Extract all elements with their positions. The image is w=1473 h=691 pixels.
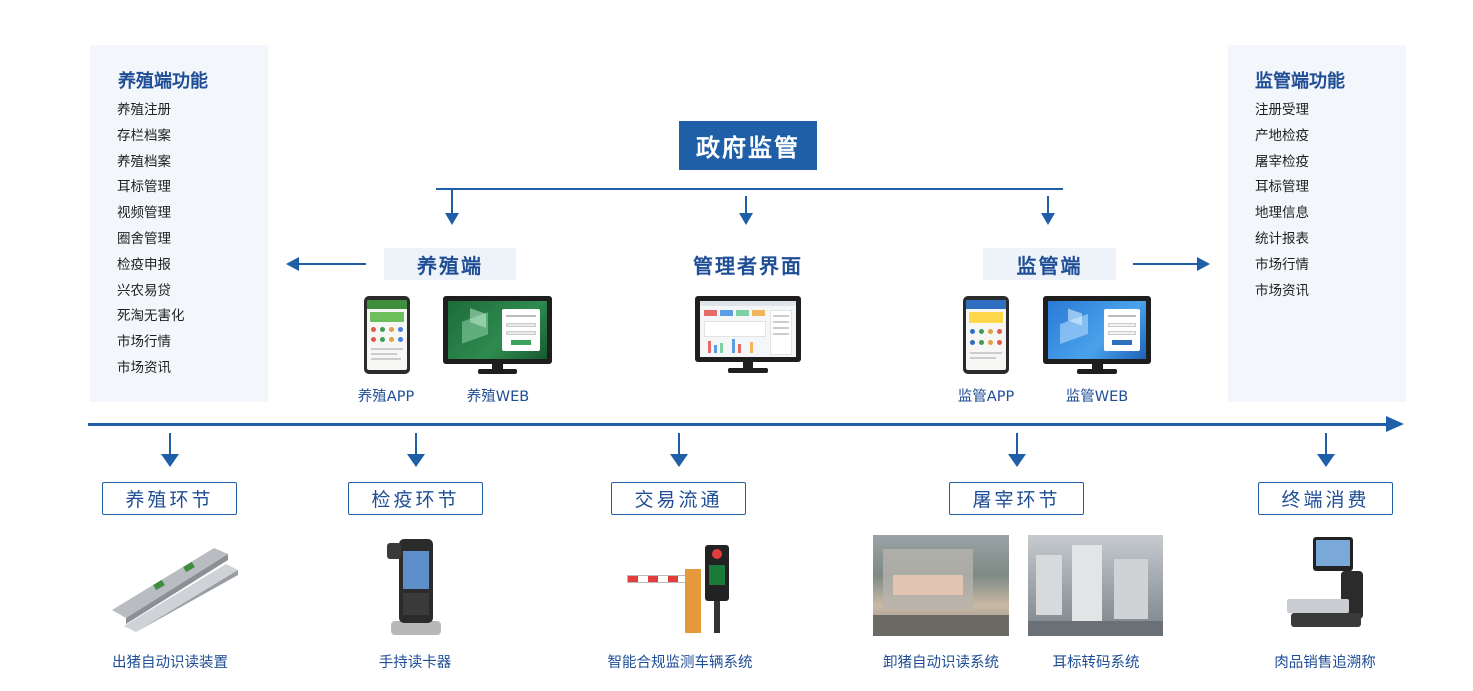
arrow-down-icon [407, 454, 425, 467]
list-item: 检疫申报 [117, 256, 171, 273]
list-item: 市场资讯 [117, 359, 171, 376]
list-item: 地理信息 [1255, 205, 1309, 222]
list-item: 兴农易贷 [117, 282, 171, 299]
connector-line [169, 433, 171, 455]
farm-web-monitor-image [443, 296, 552, 376]
main-timeline [88, 423, 1388, 426]
connector-line [415, 433, 417, 455]
product-caption-handheld-reader: 手持读卡器 [378, 655, 452, 671]
arrow-down-icon [1317, 454, 1335, 467]
pig-auto-reader-image [104, 540, 242, 632]
connector-line [1016, 433, 1018, 455]
arrow-left-icon [286, 257, 299, 271]
farm-panel-title: 养殖端功能 [118, 71, 208, 92]
traceability-scale-image [1283, 535, 1365, 633]
farm-function-list: 养殖注册 存栏档案 养殖档案 耳标管理 视频管理 圈舍管理 检疫申报 兴农易贷 … [117, 98, 185, 382]
connector-line [1325, 433, 1327, 455]
list-item: 视频管理 [117, 205, 171, 222]
list-item: 死淘无害化 [117, 308, 185, 325]
product-caption-unloading-reader: 卸猪自动识读系统 [883, 655, 999, 671]
supervision-function-list: 注册受理 产地检疫 屠宰检疫 耳标管理 地理信息 统计报表 市场行情 市场资讯 [1255, 98, 1309, 304]
stage-label-slaughter: 屠宰环节 [949, 482, 1084, 515]
arrow-down-icon [670, 454, 688, 467]
arrow-down-icon [1041, 213, 1055, 225]
list-item: 注册受理 [1255, 102, 1309, 118]
supervision-web-caption: 监管WEB [1065, 389, 1129, 405]
farm-terminal-label: 养殖端 [384, 248, 516, 280]
list-item: 屠宰检疫 [1255, 153, 1309, 170]
farm-app-phone-image [364, 296, 410, 374]
arrow-right-icon [1386, 416, 1404, 432]
arrow-down-icon [161, 454, 179, 467]
distribution-line [436, 188, 1063, 190]
list-item: 产地检疫 [1255, 127, 1309, 144]
admin-interface-label: 管理者界面 [684, 248, 812, 280]
government-supervision-box: 政府监管 [679, 121, 817, 170]
connector-line [678, 433, 680, 455]
unloading-auto-reader-photo [873, 535, 1009, 636]
farm-app-caption: 养殖APP [357, 389, 415, 405]
connector-line [451, 188, 453, 214]
list-item: 养殖档案 [117, 153, 171, 170]
product-caption-pig-reader: 出猪自动识读装置 [112, 655, 228, 671]
arrow-down-icon [739, 213, 753, 225]
supervision-terminal-label: 监管端 [983, 248, 1116, 280]
supervision-web-monitor-image [1043, 296, 1151, 376]
list-item: 耳标管理 [117, 179, 171, 196]
handheld-reader-image [385, 537, 447, 637]
admin-dashboard-monitor-image [695, 296, 801, 376]
vehicle-monitoring-barrier-image [625, 535, 735, 637]
stage-label-quarantine: 检疫环节 [348, 482, 483, 515]
farm-function-panel: 养殖端功能 养殖注册 存栏档案 养殖档案 耳标管理 视频管理 圈舍管理 检疫申报… [90, 45, 268, 402]
list-item: 市场行情 [117, 334, 171, 351]
supervision-panel-title: 监管端功能 [1255, 71, 1345, 92]
supervision-app-caption: 监管APP [957, 389, 1015, 405]
product-caption-traceability-scale: 肉品销售追溯称 [1274, 655, 1376, 671]
arrow-down-icon [445, 213, 459, 225]
supervision-app-phone-image [963, 296, 1009, 374]
list-item: 市场行情 [1255, 256, 1309, 273]
ear-tag-transcoding-photo [1028, 535, 1163, 636]
product-caption-vehicle-monitoring: 智能合规监测车辆系统 [607, 655, 753, 671]
list-item: 耳标管理 [1255, 179, 1309, 196]
connector-line [745, 196, 747, 214]
supervision-function-panel: 监管端功能 注册受理 产地检疫 屠宰检疫 耳标管理 地理信息 统计报表 市场行情… [1228, 45, 1406, 402]
list-item: 存栏档案 [117, 127, 171, 144]
list-item: 统计报表 [1255, 230, 1309, 247]
stage-label-farming: 养殖环节 [102, 482, 237, 515]
list-item: 圈舍管理 [117, 230, 171, 247]
list-item: 市场资讯 [1255, 282, 1309, 299]
connector-line [1047, 196, 1049, 214]
connector-line [298, 263, 366, 265]
list-item: 养殖注册 [117, 102, 171, 118]
stage-label-trade: 交易流通 [611, 482, 746, 515]
stage-label-consumption: 终端消费 [1258, 482, 1393, 515]
farm-web-caption: 养殖WEB [466, 389, 530, 405]
connector-line [1133, 263, 1198, 265]
product-caption-ear-tag-transcoding: 耳标转码系统 [1052, 655, 1140, 671]
arrow-right-icon [1197, 257, 1210, 271]
arrow-down-icon [1008, 454, 1026, 467]
